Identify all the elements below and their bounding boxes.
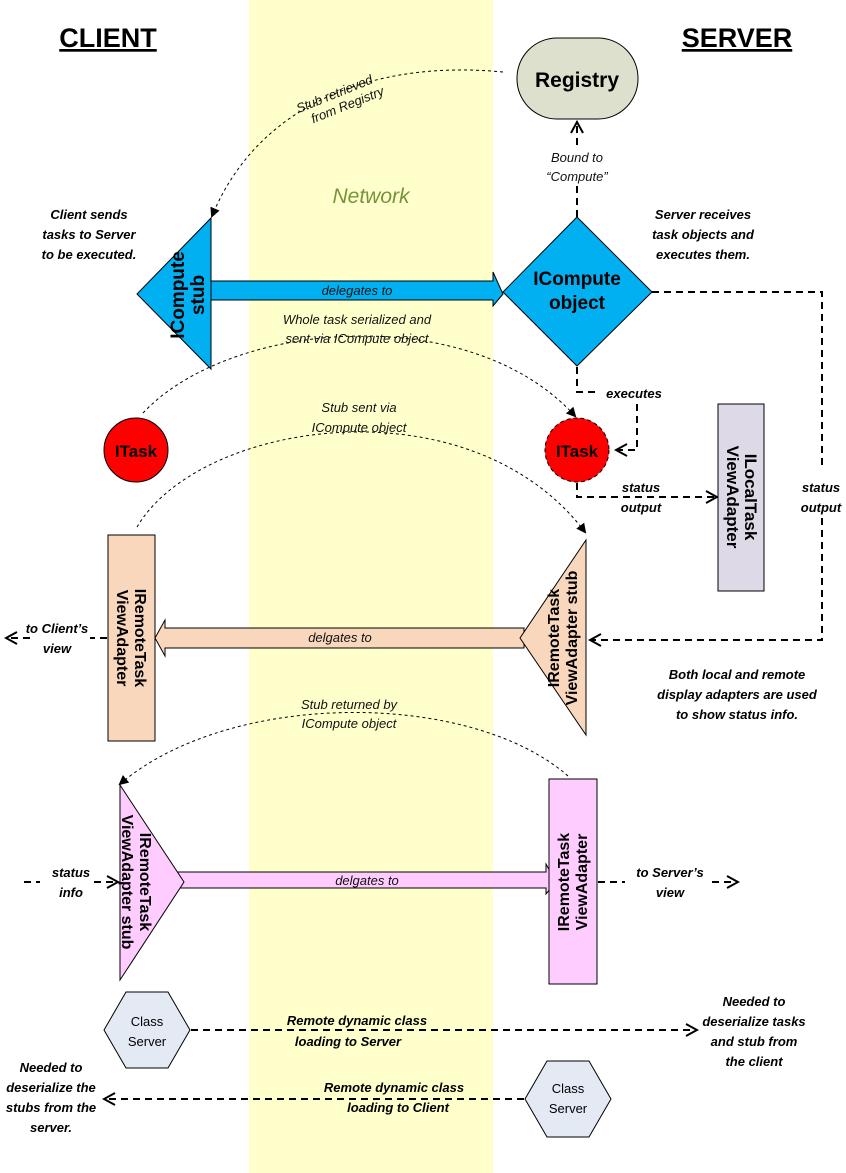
svg-text:deserialize tasks: deserialize tasks — [702, 1014, 805, 1029]
delgates-to-arrow-1 — [154, 618, 525, 658]
stub-retrieved-connector — [210, 69, 504, 218]
svg-text:Both local and remote: Both local and remote — [669, 667, 806, 682]
executes-label: executes — [606, 386, 662, 401]
svg-text:executes them.: executes them. — [656, 247, 750, 262]
svg-text:stubs from the: stubs from the — [6, 1100, 96, 1115]
client-sends-note: Client sends tasks to Server to be execu… — [42, 207, 137, 262]
status-output-local-label-2: output — [621, 500, 662, 515]
delgates-to-label-1: delgates to — [308, 630, 372, 645]
ilocal-task-view-adapter-node: ILocalTask ViewAdapter — [717, 403, 765, 592]
svg-text:IRemoteTask: IRemoteTask — [546, 589, 563, 688]
icompute-object-node: ICompute object — [502, 216, 653, 367]
client-header: CLIENT — [59, 23, 157, 53]
server-receives-note: Server receives task objects and execute… — [652, 207, 755, 262]
svg-text:Class: Class — [552, 1081, 585, 1096]
rdcl-client-label-1: Remote dynamic class — [324, 1080, 464, 1095]
iremote-stub-server-node: IRemoteTask ViewAdapter stub delgates to — [154, 538, 587, 737]
rdcl-server-label-2: loading to Server — [295, 1034, 402, 1049]
whole-task-connector — [142, 335, 577, 418]
bound-to-label-2: “Compute” — [546, 169, 608, 184]
svg-text:to be executed.: to be executed. — [42, 247, 137, 262]
svg-text:Server: Server — [128, 1034, 167, 1049]
svg-text:Needed to: Needed to — [723, 994, 786, 1009]
svg-text:task objects and: task objects and — [652, 227, 755, 242]
stub-returned-label-2: ICompute object — [302, 716, 398, 731]
status-info-label-1: status — [52, 865, 90, 880]
svg-text:server.: server. — [30, 1120, 72, 1135]
whole-task-label-2: sent via ICompute object — [285, 331, 429, 346]
stub-sent-label-2: ICompute object — [312, 420, 408, 435]
svg-text:ViewAdapter stub: ViewAdapter stub — [564, 570, 581, 705]
icompute-stub-node: ICompute stub delegates to — [136, 216, 504, 371]
to-servers-view-label-2: view — [656, 885, 685, 900]
executes-connector — [576, 367, 638, 450]
stub-sent-label-1: Stub sent via — [321, 400, 396, 415]
status-info-label-2: info — [59, 885, 83, 900]
registry-label: Registry — [535, 69, 619, 92]
bound-to-label-1: Bound to — [551, 150, 603, 165]
stub-returned-connector — [118, 711, 569, 786]
delegates-to-arrow — [210, 271, 504, 308]
svg-text:Server receives: Server receives — [655, 207, 751, 222]
svg-text:ITask: ITask — [556, 442, 599, 461]
needed-tasks-note: Needed to deserialize tasks and stub fro… — [702, 994, 805, 1069]
iremote-adapter-server-node: IRemoteTask ViewAdapter — [548, 778, 598, 985]
both-adapters-note: Both local and remote display adapters a… — [657, 667, 818, 722]
svg-text:ViewAdapter: ViewAdapter — [723, 446, 742, 549]
svg-text:Client sends: Client sends — [50, 207, 127, 222]
svg-text:ViewAdapter: ViewAdapter — [113, 590, 130, 687]
rdcl-server-label-1: Remote dynamic class — [287, 1013, 427, 1028]
itask-server-node: ITask — [544, 417, 610, 483]
iremote-adapter-client-node: IRemoteTask ViewAdapter — [107, 534, 156, 742]
class-server-server-node: Class Server — [524, 1060, 612, 1138]
status-output-remote-connector — [590, 291, 823, 640]
status-output-local-connector — [576, 483, 717, 497]
svg-text:stub: stub — [188, 275, 209, 315]
to-clients-view-label-1: to Client’s — [26, 621, 89, 636]
network-label: Network — [332, 185, 411, 208]
to-clients-view-label-2: view — [43, 641, 72, 656]
stub-sent-connector — [136, 431, 587, 534]
svg-text:Class: Class — [131, 1014, 164, 1029]
svg-text:ViewAdapter stub: ViewAdapter stub — [118, 815, 135, 950]
svg-text:ILocalTask: ILocalTask — [741, 454, 760, 541]
rdcl-client-label-2: loading to Client — [347, 1100, 449, 1115]
svg-text:IRemoteTask: IRemoteTask — [556, 833, 573, 932]
svg-text:ICompute: ICompute — [168, 251, 189, 339]
registry-node: Registry — [516, 37, 639, 120]
status-output-remote-label-1: status — [802, 480, 840, 495]
whole-task-label-1: Whole task serialized and — [283, 312, 432, 327]
network-band — [249, 0, 493, 1173]
to-servers-view-label-1: to Server’s — [636, 865, 703, 880]
itask-client-node: ITask — [103, 417, 169, 483]
stub-returned-label-1: Stub returned by — [301, 697, 399, 712]
svg-text:Needed to: Needed to — [20, 1060, 83, 1075]
delegates-to-label: delegates to — [322, 283, 393, 298]
svg-text:the client: the client — [725, 1054, 783, 1069]
server-header: SERVER — [682, 23, 793, 53]
icompute-object-shape — [502, 216, 653, 367]
svg-text:and stub from: and stub from — [711, 1034, 798, 1049]
svg-text:ITask: ITask — [115, 442, 158, 461]
svg-text:IRemoteTask: IRemoteTask — [136, 833, 153, 932]
iremote-stub-client-node: IRemoteTask ViewAdapter stub delgates to — [118, 783, 557, 982]
svg-text:object: object — [549, 293, 606, 314]
svg-text:tasks to Server: tasks to Server — [42, 227, 136, 242]
delgates-to-label-2: delgates to — [335, 873, 399, 888]
needed-stubs-note: Needed to deserialize the stubs from the… — [6, 1060, 96, 1135]
class-server-client-node: Class Server — [103, 991, 191, 1069]
svg-text:deserialize the: deserialize the — [6, 1080, 96, 1095]
svg-text:Server: Server — [549, 1101, 588, 1116]
svg-text:display adapters are used: display adapters are used — [657, 687, 818, 702]
status-output-remote-label-2: output — [801, 500, 842, 515]
svg-text:ViewAdapter: ViewAdapter — [574, 834, 591, 931]
status-output-local-label-1: status — [622, 480, 660, 495]
svg-text:IRemoteTask: IRemoteTask — [131, 589, 148, 688]
svg-text:ICompute: ICompute — [533, 269, 621, 290]
svg-text:to show status info.: to show status info. — [676, 707, 798, 722]
